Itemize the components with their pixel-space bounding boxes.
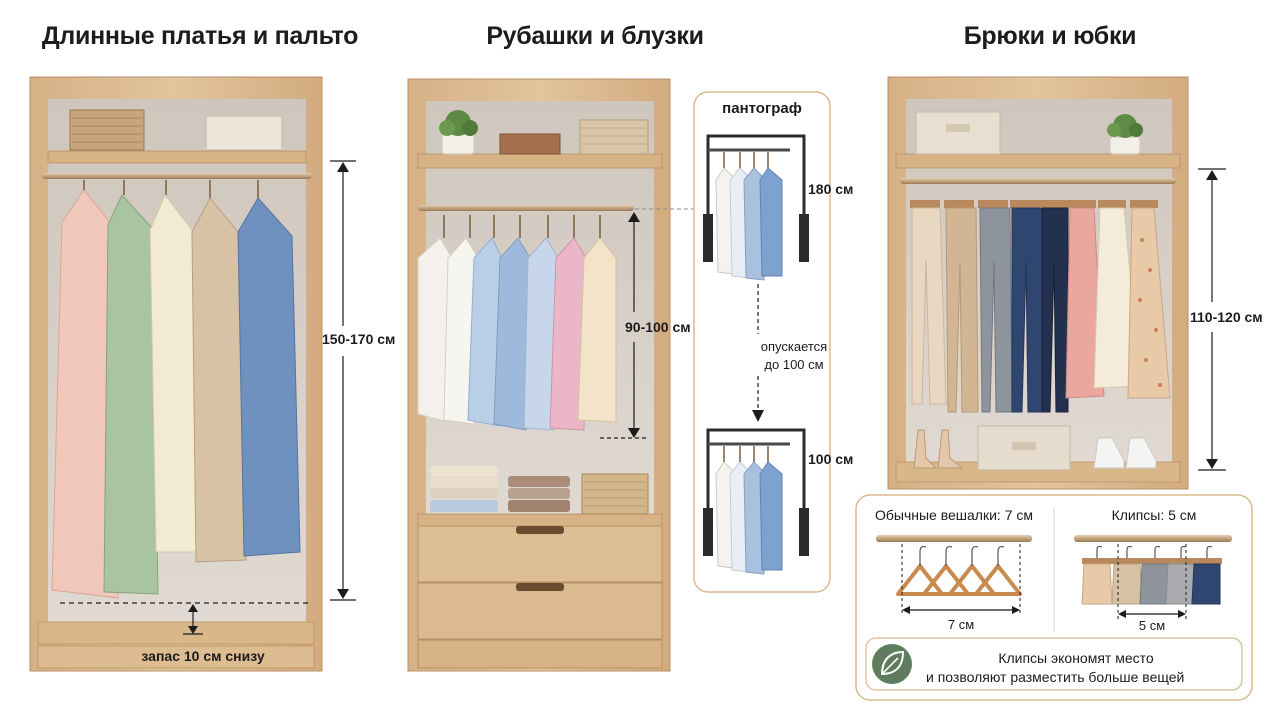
regular-hangers-heading: Обычные вешалки: 7 см <box>874 507 1033 523</box>
bottom-reserve-label: запас 10 см снизу <box>141 648 265 664</box>
small-box <box>499 133 561 155</box>
pantograph-move-label: опускается до 100 см <box>744 338 844 374</box>
note-line2: и позволяют разместить больше вещей <box>926 669 1185 685</box>
folded-clothes <box>430 466 649 515</box>
storage-basket <box>69 109 145 151</box>
leaf-icon <box>872 644 912 684</box>
storage-box <box>915 111 1001 155</box>
hanger-comparison-panel <box>855 494 1253 701</box>
note-line1: Клипсы экономят место <box>998 650 1154 666</box>
pantograph-lower <box>703 428 809 575</box>
regular-hangers <box>896 564 1022 596</box>
section-title-shirts: Рубашки и блузки <box>486 22 704 50</box>
wardrobe-dresses <box>29 76 356 672</box>
pantograph-card <box>693 91 831 593</box>
pantograph-move-line2: до 100 см <box>764 357 824 372</box>
wardrobe-pants <box>887 76 1226 490</box>
storage-box <box>205 115 283 151</box>
drawer-bottom <box>417 582 663 640</box>
clip-hangers-heading: Клипсы: 5 см <box>1111 507 1197 523</box>
long-garments <box>51 180 301 599</box>
clip-hangers-dim: 5 см <box>1138 618 1166 633</box>
shoes <box>913 429 1157 469</box>
trousers-and-skirts <box>910 200 1171 413</box>
drawer-top <box>417 525 663 583</box>
hanging-rod <box>42 173 312 179</box>
pantograph-upper <box>703 134 809 281</box>
plant-pot <box>441 133 475 155</box>
wardrobe-shirts <box>407 78 694 672</box>
regular-hangers-dim: 7 см <box>947 617 975 632</box>
pantograph-bottom-label: 100 см <box>808 451 854 467</box>
shirts <box>417 215 617 431</box>
pantograph-top-label: 180 см <box>808 181 854 197</box>
hanging-rod <box>900 178 1176 184</box>
section-title-pants: Брюки и юбки <box>963 22 1137 50</box>
clip-hangers <box>1081 545 1222 605</box>
plant-pot <box>1109 136 1141 155</box>
pants-height-label: 110-120 см <box>1190 309 1263 325</box>
shirts-height-label: 90-100 см <box>625 319 691 335</box>
hanging-rod <box>418 205 634 211</box>
storage-basket <box>581 473 649 515</box>
pantograph-move-line1: опускается <box>760 339 828 354</box>
section-title-dresses: Длинные платья и пальто <box>41 22 359 50</box>
storage-basket <box>579 119 649 155</box>
dresses-height-label: 150-170 см <box>322 331 396 347</box>
space-saving-note: Клипсы экономят место и позволяют размес… <box>926 649 1226 687</box>
pantograph-title: пантограф <box>722 100 802 117</box>
